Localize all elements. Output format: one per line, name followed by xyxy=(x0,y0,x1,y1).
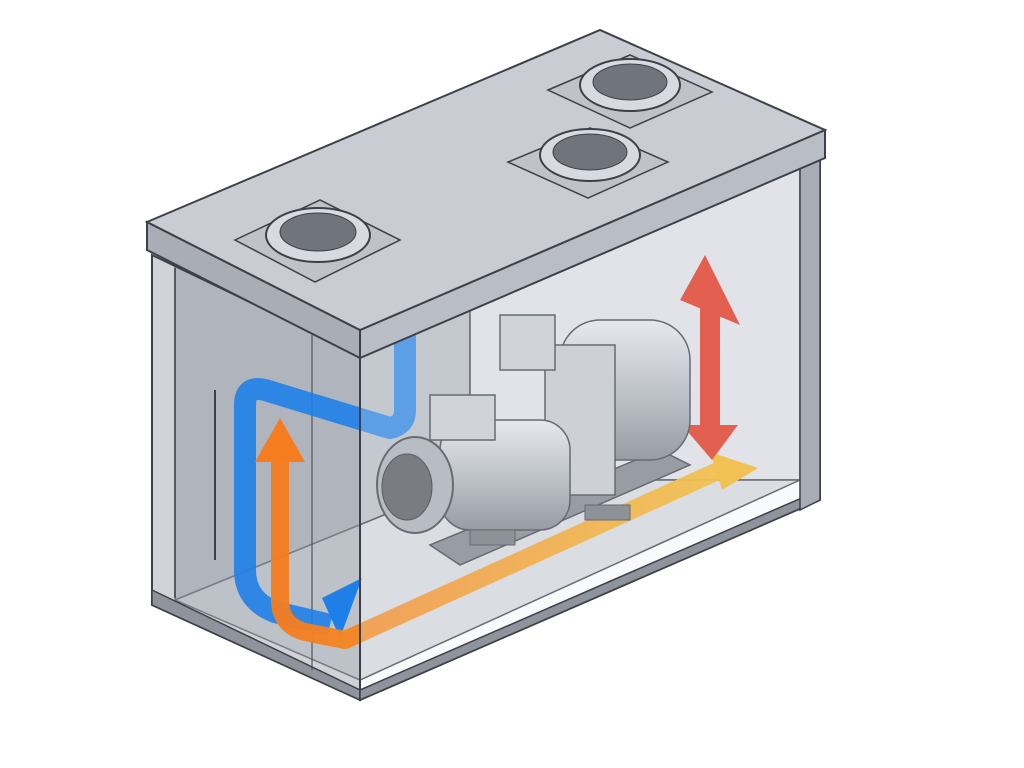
control-box xyxy=(499,314,556,371)
warm-airflow-up-arrowhead xyxy=(255,418,305,462)
motor-foot xyxy=(584,504,631,521)
hot-airflow-up-arrowhead xyxy=(680,255,740,325)
cool-airflow-arrowhead xyxy=(322,578,362,638)
warm-airflow-arrow xyxy=(271,455,724,649)
enclosure-right-post xyxy=(799,153,821,512)
hot-airflow-down-arrowhead xyxy=(682,425,738,460)
fan-grille-icon xyxy=(381,453,433,521)
cool-airflow-arrow xyxy=(234,330,416,636)
flange-port-right-front xyxy=(506,127,670,199)
motor-foot xyxy=(469,529,516,546)
flange-port-right-back xyxy=(546,54,714,129)
terminal-box xyxy=(429,394,496,441)
port-opening xyxy=(279,212,357,252)
port-opening xyxy=(552,133,628,171)
warm-airflow-right-arrowhead xyxy=(710,452,758,490)
motor-pump-assembly xyxy=(376,314,692,566)
flange-port-left xyxy=(233,199,402,283)
port-opening xyxy=(592,63,668,101)
